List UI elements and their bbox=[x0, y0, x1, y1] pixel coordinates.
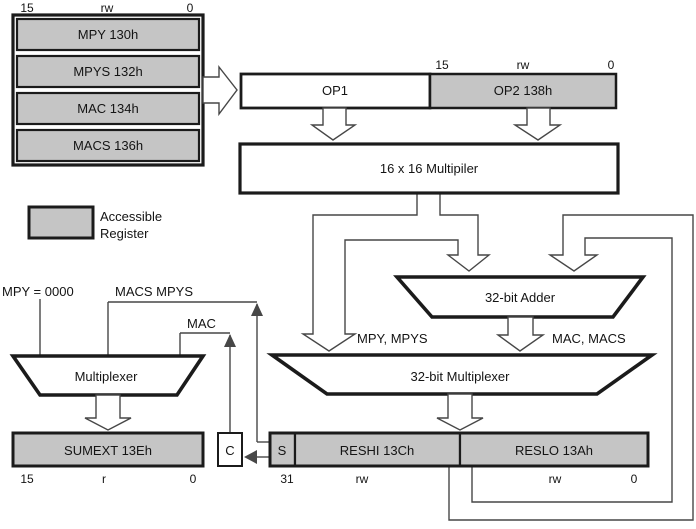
mpy-zero-label: MPY = 0000 bbox=[2, 284, 74, 299]
legend-line1: Accessible bbox=[100, 209, 162, 224]
op2-bit-msb: 15 bbox=[435, 58, 449, 72]
mac-register-label: MAC 134h bbox=[77, 101, 138, 116]
multiplier-output-bus bbox=[300, 192, 491, 352]
result-register: S RESHI 13Ch RESLO 13Ah 31 rw rw 0 bbox=[268, 431, 650, 486]
carry-bit: C bbox=[217, 432, 270, 467]
mpys-register-label: MPYS 132h bbox=[73, 64, 142, 79]
sign-to-carry-arrowhead bbox=[244, 450, 257, 464]
multiplier-label: 16 x 16 Multipiler bbox=[380, 161, 479, 176]
result-register-frame bbox=[268, 431, 650, 468]
result-bit-msb: 31 bbox=[280, 472, 294, 486]
result-feedback-bus bbox=[448, 214, 694, 521]
register-stack: 15 rw 0 MPY 130h MPYS 132h MAC 134h MACS… bbox=[11, 1, 205, 167]
mac-macs-path-label: MAC, MACS bbox=[552, 331, 626, 346]
multiplier-block: 16 x 16 Multipiler bbox=[238, 142, 620, 195]
result-bit-lsb: 0 bbox=[631, 472, 638, 486]
mpy-register bbox=[15, 17, 201, 52]
adder-output-arrow bbox=[495, 316, 546, 352]
sumext-mux-output-arrow bbox=[84, 394, 132, 431]
sumext-mux-block: Multiplexer bbox=[9, 354, 207, 397]
mac-label: MAC bbox=[187, 316, 216, 331]
op2-to-multiplier-arrow bbox=[512, 107, 563, 141]
carry-label: C bbox=[225, 443, 234, 458]
macs-register-label: MACS 136h bbox=[73, 138, 143, 153]
legend-swatch bbox=[27, 205, 95, 240]
control-wires bbox=[39, 299, 271, 443]
mpys-register bbox=[15, 54, 201, 89]
op2-cell bbox=[428, 72, 618, 110]
op2-bit-lsb: 0 bbox=[608, 58, 615, 72]
macs-register bbox=[15, 128, 201, 163]
sumext-label: SUMEXT 13Eh bbox=[64, 443, 152, 458]
adder-trapezoid bbox=[393, 275, 647, 319]
mux32-trapezoid bbox=[266, 353, 658, 396]
sumext-bit-access: r bbox=[102, 472, 106, 486]
mpy-mpys-path-label: MPY, MPYS bbox=[357, 331, 428, 346]
mux32-output-arrow bbox=[436, 393, 484, 431]
reshi-label: RESHI 13Ch bbox=[340, 443, 414, 458]
stack-bit-access: rw bbox=[101, 1, 114, 15]
macs-mpys-label: MACS MPYS bbox=[115, 284, 193, 299]
sumext-bit-msb: 15 bbox=[20, 472, 34, 486]
macs-mpys-up-arrowhead bbox=[251, 303, 263, 316]
mux32-block: 32-bit Multiplexer bbox=[266, 353, 658, 396]
reshi-bit-access: rw bbox=[356, 472, 369, 486]
sumext-mux-trapezoid bbox=[9, 354, 207, 397]
legend-line2: Register bbox=[100, 226, 149, 241]
reslo-bit-access: rw bbox=[549, 472, 562, 486]
sumext-mux-label: Multiplexer bbox=[75, 369, 139, 384]
sumext-box bbox=[11, 431, 205, 468]
mpy-register-label: MPY 130h bbox=[78, 27, 138, 42]
multiplier-box bbox=[238, 142, 620, 195]
adder-block: 32-bit Adder bbox=[393, 275, 647, 319]
mux32-label: 32-bit Multiplexer bbox=[411, 369, 511, 384]
reslo-label: RESLO 13Ah bbox=[515, 443, 593, 458]
op1-to-multiplier-arrow bbox=[309, 107, 358, 141]
stack-to-operand-arrow bbox=[202, 64, 238, 117]
sign-label: S bbox=[278, 443, 287, 458]
adder-label: 32-bit Adder bbox=[485, 290, 556, 305]
stack-bit-lsb: 0 bbox=[187, 1, 194, 15]
op1-label: OP1 bbox=[322, 83, 348, 98]
op2-bit-access: rw bbox=[517, 58, 530, 72]
stack-bit-msb: 15 bbox=[20, 1, 34, 15]
legend: Accessible Register bbox=[27, 205, 162, 241]
mac-up-arrowhead bbox=[224, 334, 236, 347]
sumext-bit-lsb: 0 bbox=[190, 472, 197, 486]
op1-cell bbox=[239, 72, 432, 110]
sumext-register: SUMEXT 13Eh 15 r 0 bbox=[11, 431, 205, 486]
operand-register: 15 rw 0 OP1 OP2 138h bbox=[239, 58, 618, 110]
carry-box bbox=[217, 432, 243, 467]
mac-register bbox=[15, 91, 201, 126]
op2-label: OP2 138h bbox=[494, 83, 553, 98]
